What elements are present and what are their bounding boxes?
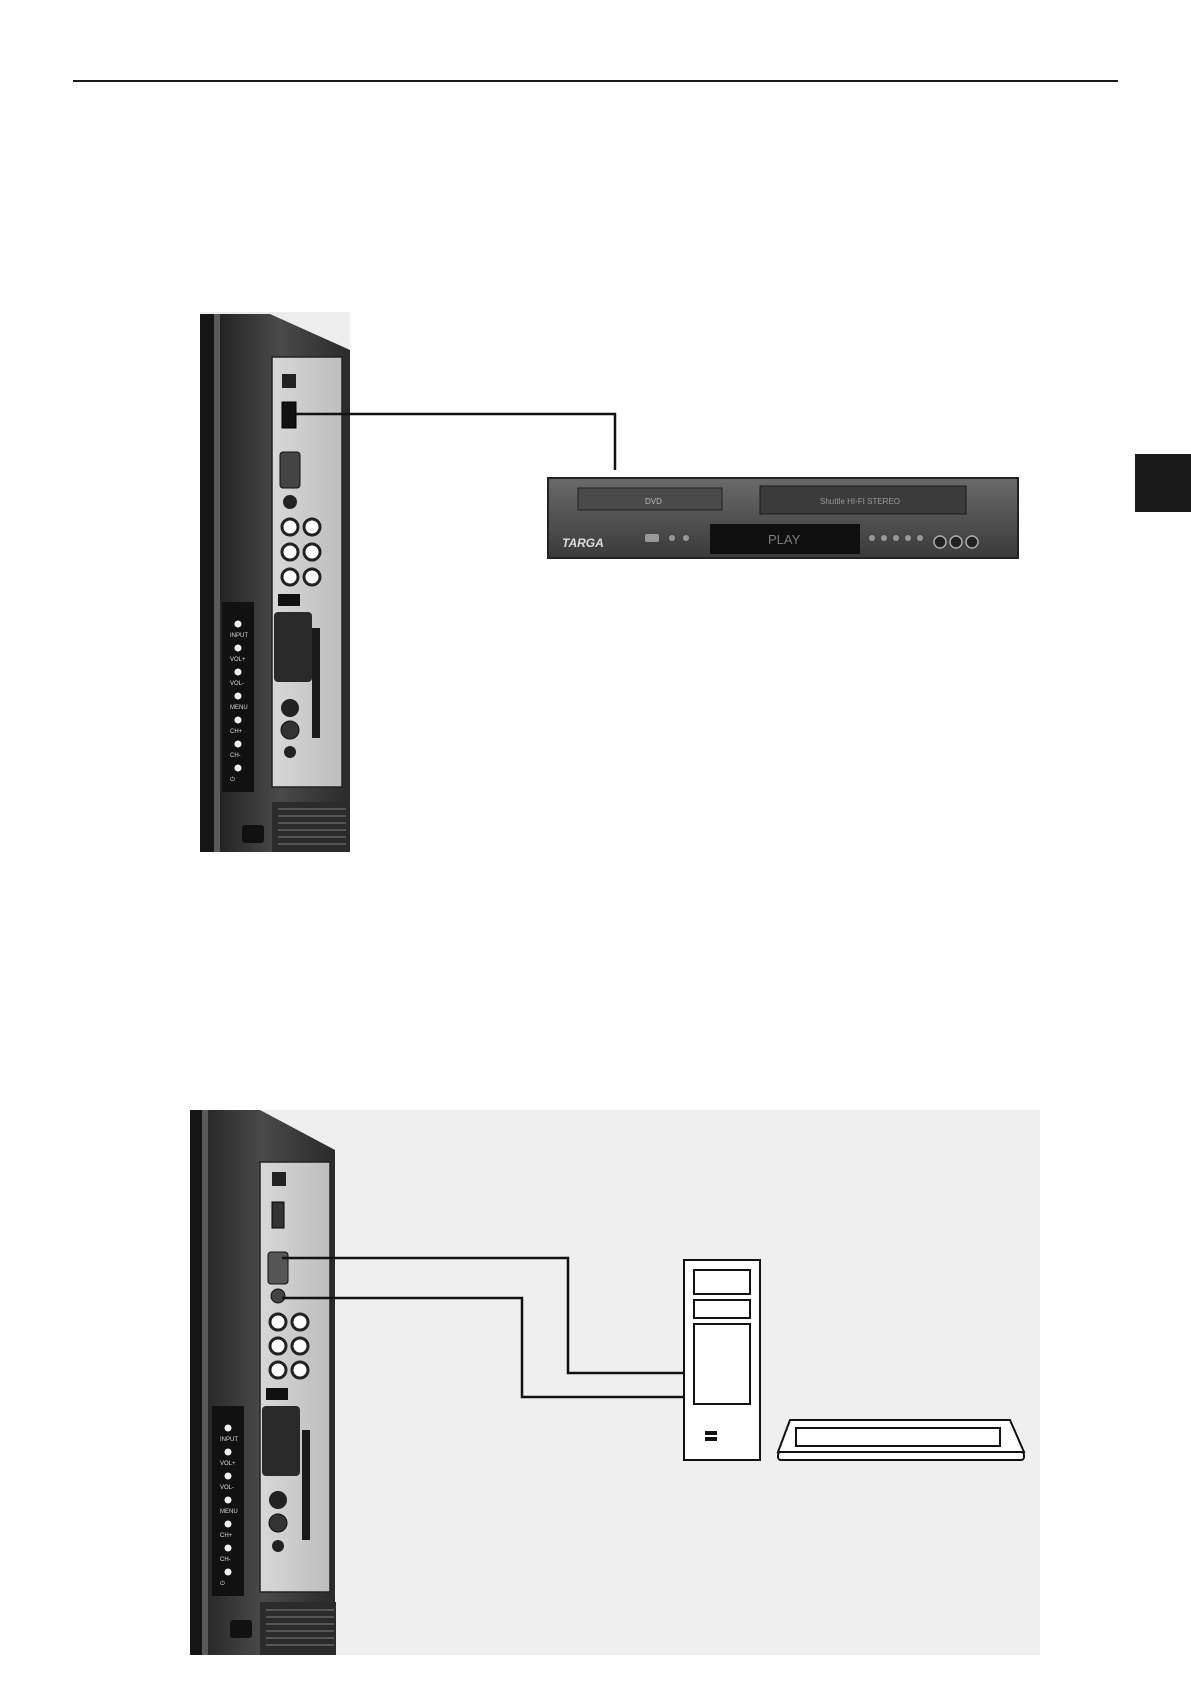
card-slot[interactable]: [312, 628, 320, 738]
tv-button-label: ⏻: [220, 1580, 225, 1587]
tv-button-label: VOL+: [220, 1461, 236, 1467]
power-port: [272, 1172, 286, 1186]
tv-button-label: VOL-: [220, 1485, 234, 1491]
tv-button-6[interactable]: [235, 765, 242, 772]
vga-port[interactable]: [280, 452, 300, 488]
tv-button-3[interactable]: [235, 693, 242, 700]
tv-button-label: CH+: [220, 1533, 233, 1539]
tv-button-1[interactable]: [235, 645, 242, 652]
antenna-port[interactable]: [281, 721, 299, 739]
scart-port[interactable]: [262, 1406, 300, 1476]
audio-in-jack[interactable]: [283, 495, 297, 509]
tv-button-0[interactable]: [235, 621, 242, 628]
tv-button-label: MENU: [230, 705, 248, 711]
tv-button-5[interactable]: [225, 1545, 232, 1552]
tv-button-label: CH+: [230, 729, 243, 735]
tv-side-panel: [190, 1110, 1040, 1655]
tv-button-label: VOL+: [230, 657, 246, 663]
tv-button-strip: INPUT VOL+ VOL- MENU CH+ CH- ⏻: [212, 1406, 244, 1596]
tray-label: DVD: [645, 497, 662, 506]
tv-button-strip: INPUT VOL+ VOL- MENU CH+ CH- ⏻: [222, 602, 254, 792]
deck-label: Shuttle HI-FI STEREO: [820, 497, 900, 506]
usb-port[interactable]: [266, 1388, 288, 1400]
scart-port[interactable]: [274, 612, 312, 682]
display-readout: PLAY: [768, 532, 801, 547]
tv-button-6[interactable]: [225, 1569, 232, 1576]
tv-button-4[interactable]: [235, 717, 242, 724]
tv-button-3[interactable]: [225, 1497, 232, 1504]
card-slot[interactable]: [302, 1430, 310, 1540]
tv-button-5[interactable]: [235, 741, 242, 748]
figure-tv-pc-connection: INPUT VOL+ VOL- MENU CH+ CH- ⏻: [190, 1110, 1040, 1660]
pc-tower: [684, 1260, 760, 1460]
tv-button-4[interactable]: [225, 1521, 232, 1528]
section-tab-marker: [1135, 454, 1191, 512]
tv-button-label: INPUT: [230, 633, 248, 639]
tv-button-label: CH-: [220, 1557, 231, 1563]
brand-logo: TARGA: [562, 536, 604, 550]
usb-port[interactable]: [278, 594, 300, 606]
hdmi-port[interactable]: [272, 1202, 284, 1228]
tv-button-label: INPUT: [220, 1437, 238, 1443]
tv-button-label: VOL-: [230, 681, 244, 687]
svideo-port[interactable]: [269, 1491, 287, 1509]
headphone-jack[interactable]: [272, 1540, 284, 1552]
audio-in-jack[interactable]: [271, 1289, 285, 1303]
tv-button-label: ⏻: [230, 776, 235, 783]
dvd-vcr-combo: DVD Shuttle HI-FI STEREO PLAY TARGA: [548, 478, 1018, 558]
tv-button-2[interactable]: [225, 1473, 232, 1480]
tv-button-1[interactable]: [225, 1449, 232, 1456]
keyboard: [778, 1420, 1024, 1460]
svideo-port[interactable]: [281, 699, 299, 717]
tv-button-2[interactable]: [235, 669, 242, 676]
power-port: [282, 374, 296, 388]
header-rule: [73, 80, 1118, 82]
headphone-jack[interactable]: [284, 746, 296, 758]
antenna-port[interactable]: [269, 1514, 287, 1532]
tv-button-label: MENU: [220, 1509, 238, 1515]
figure-tv-dvd-vcr-connection: INPUT VOL+ VOL- MENU CH+ CH- ⏻ DVD Shuttle HI-…: [200, 312, 1030, 857]
tv-button-label: CH-: [230, 753, 241, 759]
tv-button-0[interactable]: [225, 1425, 232, 1432]
